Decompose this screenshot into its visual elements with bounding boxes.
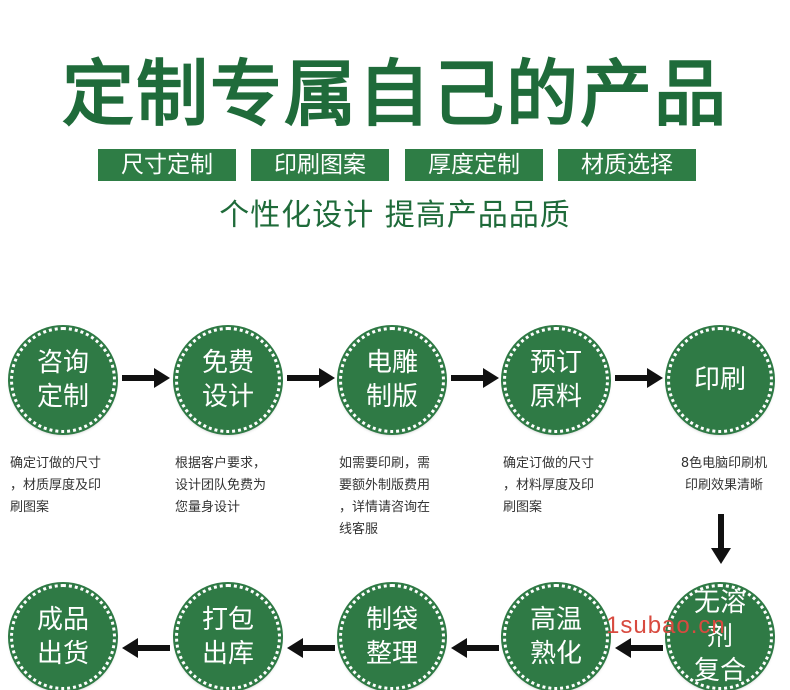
step-desc-design: 根据客户要求， 设计团队免费为 您量身设计 — [175, 456, 267, 515]
arrow-left-icon — [287, 638, 335, 658]
step-label: 制袋 整理 — [365, 605, 418, 669]
step-label: 电雕 制版 — [365, 348, 418, 412]
step-label: 预订 原料 — [529, 348, 582, 412]
step-label: 免费 设计 — [201, 348, 254, 412]
page-title: 定制专属自己的产品 — [61, 52, 728, 136]
arrow-down-icon — [711, 514, 731, 564]
step-circle-consult: 咨询 定制 — [10, 327, 116, 433]
tag-thickness: 厚度定制 — [405, 149, 543, 181]
arrow-left-icon — [615, 638, 663, 658]
slogan: 个性化设计 提高产品品质 — [219, 198, 571, 233]
arrow-left-icon — [451, 638, 499, 658]
feature-tags: 尺寸定制 印刷图案 厚度定制 材质选择 — [98, 149, 698, 181]
step-circle-bag: 制袋 整理 — [339, 584, 445, 690]
step-circle-print: 印刷 — [667, 327, 773, 433]
step-label: 高温 熟化 — [529, 605, 582, 669]
tag-material: 材质选择 — [558, 149, 696, 181]
step-circle-material: 预订 原料 — [503, 327, 609, 433]
step-circle-ship: 成品 出货 — [10, 584, 116, 690]
step-circle-pack: 打包 出库 — [175, 584, 281, 690]
step-label: 成品 出货 — [36, 605, 89, 669]
step-circle-cure: 高温 熟化 — [503, 584, 609, 690]
watermark: 1subao.cn — [606, 612, 726, 639]
step-desc-material: 确定订做的尺寸 ，材料厚度及印 刷图案 — [503, 456, 595, 515]
step-desc-consult: 确定订做的尺寸 ，材质厚度及印 刷图案 — [10, 456, 102, 515]
arrow-right-icon — [122, 368, 170, 388]
step-label: 咨询 定制 — [36, 348, 89, 412]
step-label: 印刷 — [693, 365, 746, 395]
tag-printing: 印刷图案 — [251, 149, 389, 181]
step-circle-plate: 电雕 制版 — [339, 327, 445, 433]
arrow-right-icon — [287, 368, 335, 388]
step-desc-plate: 如需要印刷，需 要额外制版费用 ，详情请咨询在 线客服 — [339, 456, 431, 537]
step-label: 打包 出库 — [201, 605, 254, 669]
arrow-right-icon — [451, 368, 499, 388]
tag-size: 尺寸定制 — [98, 149, 236, 181]
arrow-right-icon — [615, 368, 663, 388]
step-circle-design: 免费 设计 — [175, 327, 281, 433]
arrow-left-icon — [122, 638, 170, 658]
step-desc-print: 8色电脑印刷机 印刷效果清晰 — [680, 456, 768, 493]
